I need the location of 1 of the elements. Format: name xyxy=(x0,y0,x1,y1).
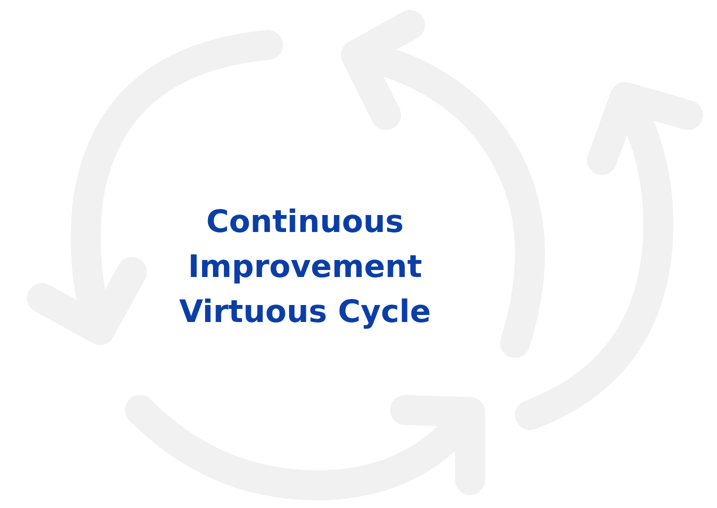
title-text: Continuous Improvement Virtuous Cycle xyxy=(178,203,432,332)
